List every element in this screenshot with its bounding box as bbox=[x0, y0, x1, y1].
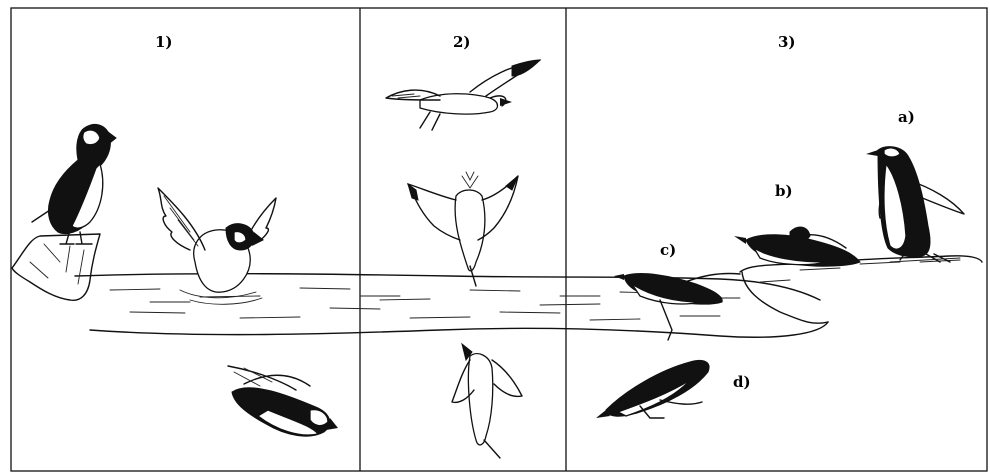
penguin-label-b: b) bbox=[775, 182, 793, 200]
panel-label-3: 3) bbox=[778, 33, 796, 51]
gannet-flying bbox=[386, 60, 540, 130]
diagram-frame bbox=[11, 8, 987, 471]
water-surface bbox=[75, 274, 828, 338]
penguin-d-underwater bbox=[596, 360, 709, 418]
penguin-label-a: a) bbox=[898, 108, 915, 126]
gannet-diving bbox=[408, 172, 518, 286]
puffin-underwater bbox=[228, 366, 338, 436]
panel-label-1: 1) bbox=[155, 33, 173, 51]
penguin-label-c: c) bbox=[660, 241, 676, 259]
ice-floe bbox=[740, 256, 982, 323]
gannet-underwater bbox=[452, 344, 522, 458]
penguin-a-standing bbox=[866, 147, 964, 262]
penguin-label-d: d) bbox=[733, 373, 751, 391]
penguin-b-sliding bbox=[734, 227, 860, 266]
puffin-flapping bbox=[158, 188, 276, 304]
puffin-standing bbox=[32, 124, 116, 244]
panel-label-2: 2) bbox=[453, 33, 471, 51]
penguin-c-swimming bbox=[614, 273, 740, 340]
